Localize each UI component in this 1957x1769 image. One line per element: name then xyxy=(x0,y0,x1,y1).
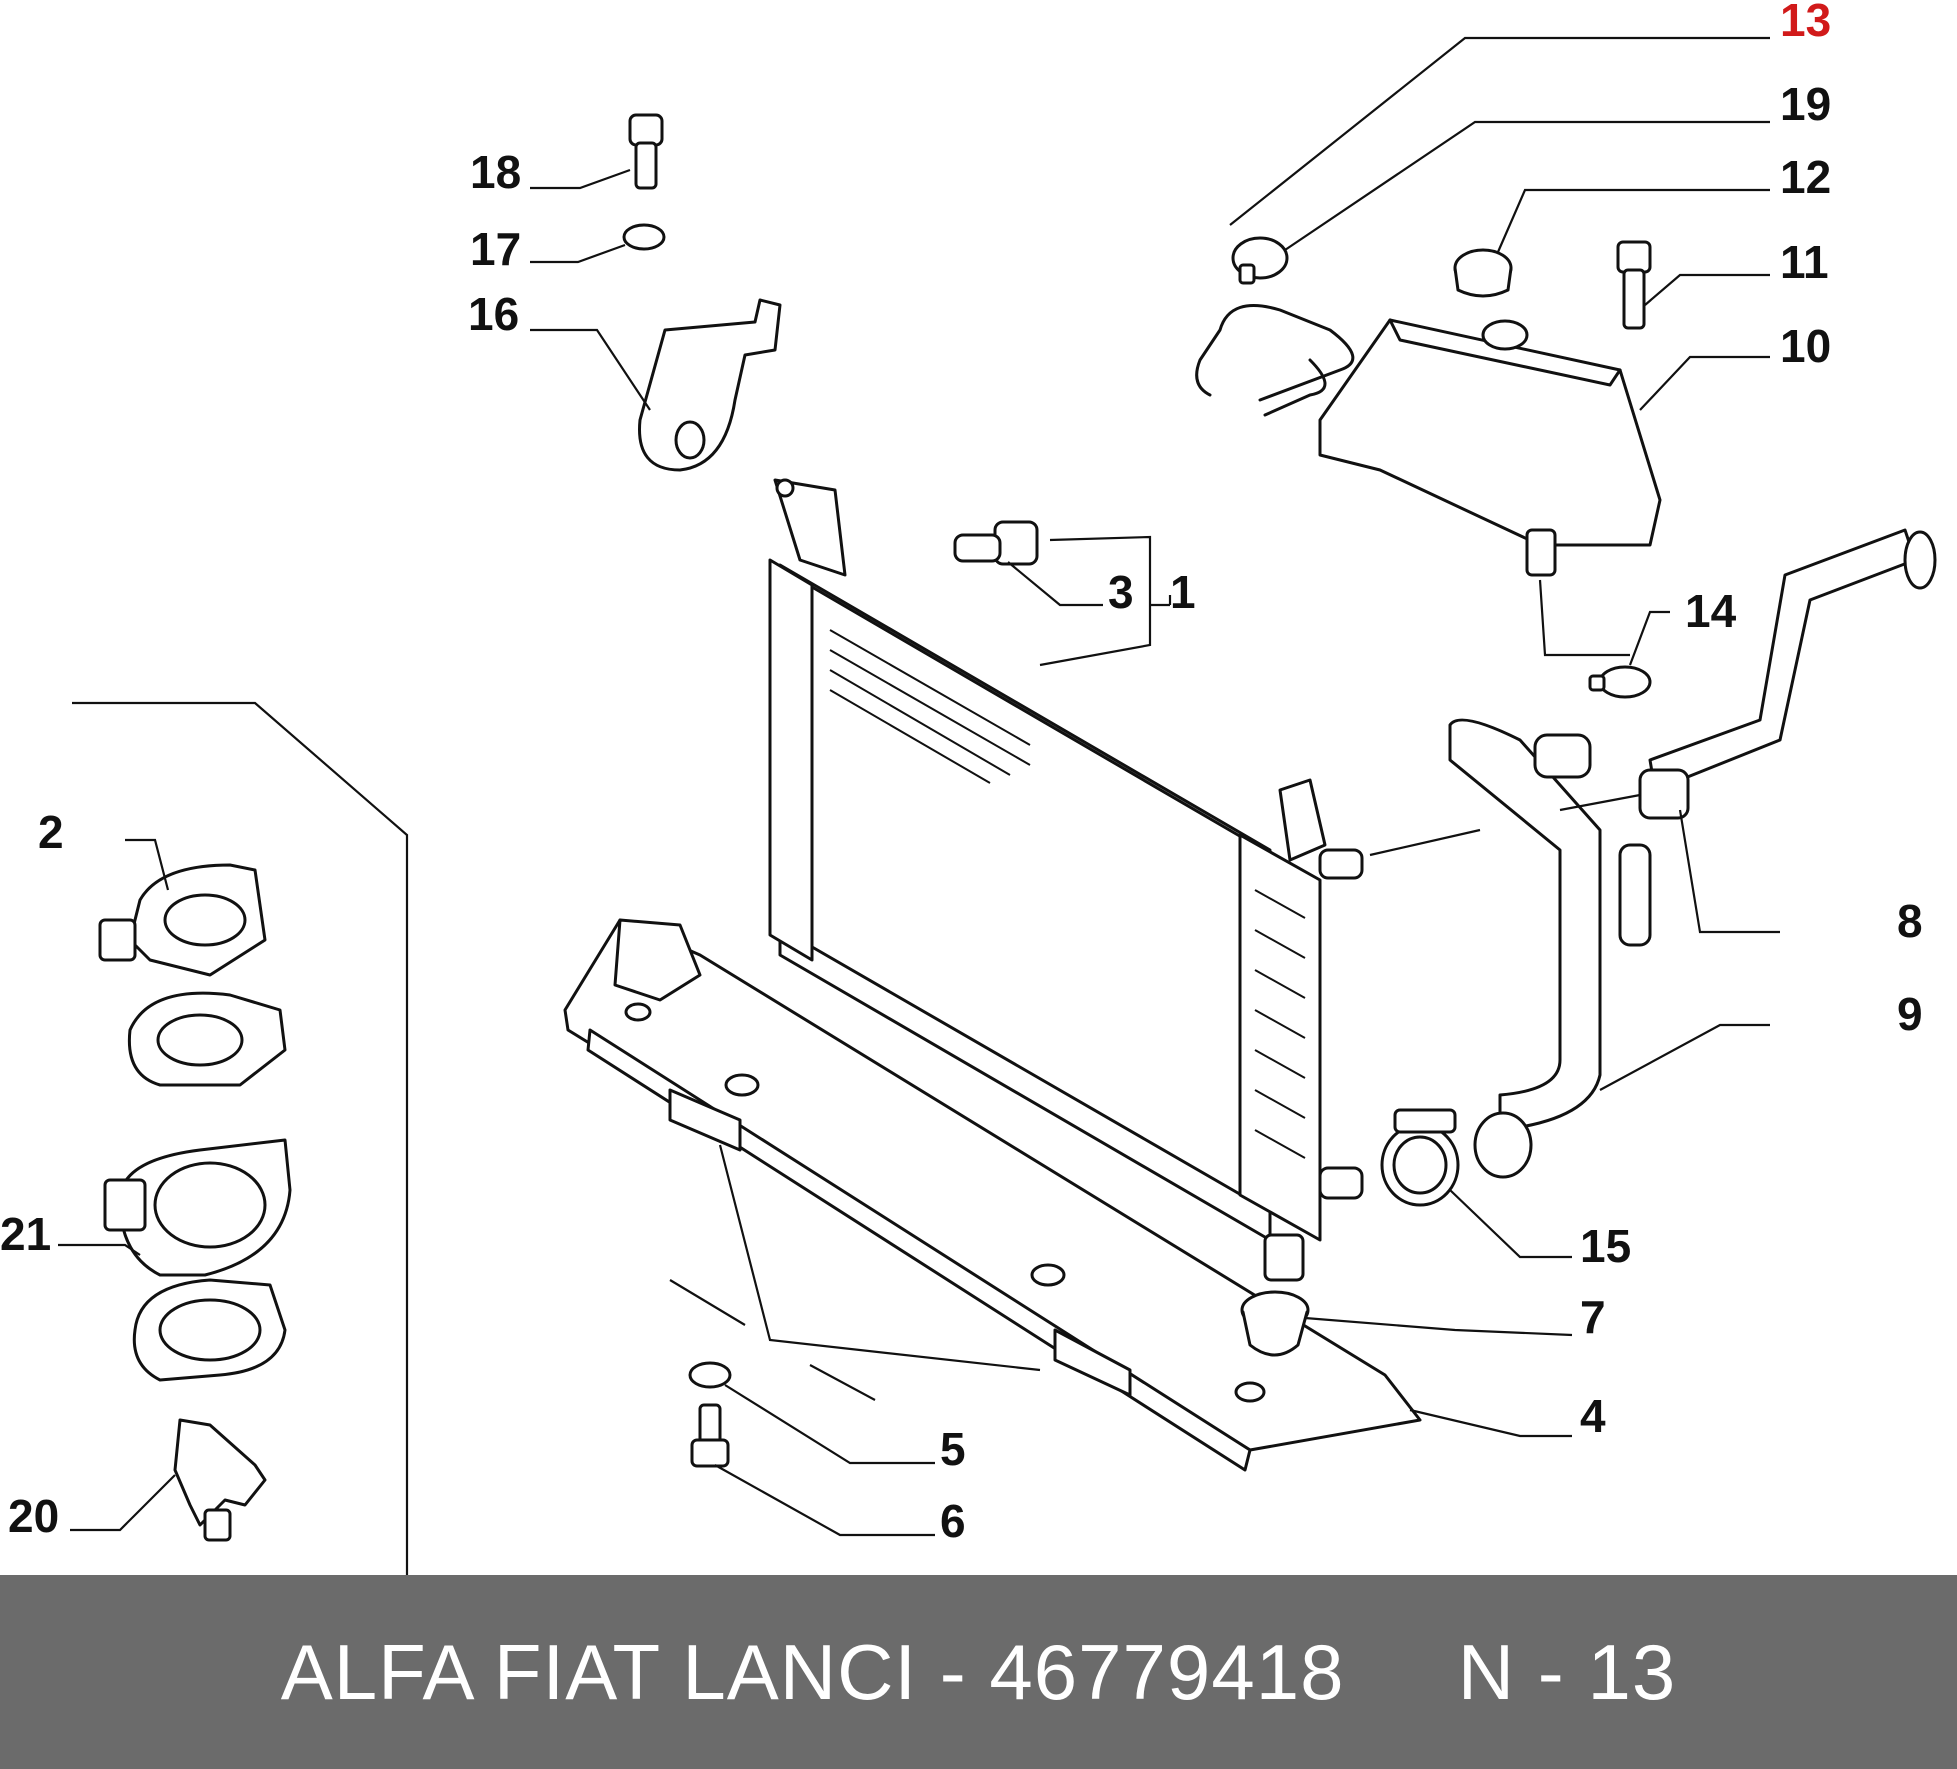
clip-2 xyxy=(98,863,287,1087)
radiator xyxy=(768,478,1364,1282)
callout-9: 9 xyxy=(1897,988,1923,1040)
callout-2: 2 xyxy=(38,806,64,858)
tank-small-hose-branch xyxy=(1263,358,1327,417)
callout-1: 1 xyxy=(1170,566,1196,618)
bolt-18 xyxy=(628,113,664,190)
tank-cap xyxy=(1453,248,1513,298)
callout-10: 10 xyxy=(1780,320,1831,372)
lower-hose-branch xyxy=(1533,733,1592,779)
clip-20 xyxy=(173,1418,267,1542)
callout-3: 3 xyxy=(1108,566,1134,618)
callout-18: 18 xyxy=(470,146,521,198)
bracket-16 xyxy=(638,298,782,472)
parts-diagram: 1 2 3 4 5 6 7 8 9 10 11 12 13 14 15 16 1… xyxy=(0,0,1937,1575)
washer-5 xyxy=(688,1361,732,1389)
callout-20: 20 xyxy=(8,1490,59,1542)
callout-11: 11 xyxy=(1780,236,1829,288)
clamp-19 xyxy=(1231,236,1289,285)
lower-hose xyxy=(1448,718,1602,1132)
callout-8: 8 xyxy=(1897,895,1923,947)
callout-15: 15 xyxy=(1580,1220,1631,1272)
bolt-6 xyxy=(690,1403,730,1468)
callout-6: 6 xyxy=(940,1495,966,1547)
upper-hose-end xyxy=(1903,530,1937,590)
callout-5: 5 xyxy=(940,1423,966,1475)
clamp-14 xyxy=(1588,665,1652,699)
temperature-sensor xyxy=(953,520,1039,566)
lower-hose-end xyxy=(1473,1111,1533,1179)
clamp-15 xyxy=(1380,1108,1460,1207)
group-frame-line xyxy=(72,701,409,1575)
callout-19: 19 xyxy=(1780,78,1831,130)
part-number-text: ALFA FIAT LANCI - 46779418 N - 13 xyxy=(280,1627,1677,1716)
clip-21 xyxy=(103,1138,292,1382)
upper-hose-neck xyxy=(1638,768,1690,820)
callout-21: 21 xyxy=(0,1208,51,1260)
leader-lines xyxy=(58,36,1780,1537)
washer-17 xyxy=(622,223,666,251)
callout-13: 13 xyxy=(1780,0,1831,46)
callout-14: 14 xyxy=(1685,585,1737,637)
callout-labels: 1 2 3 4 5 6 7 8 9 10 11 12 13 14 15 16 1… xyxy=(0,0,1923,1547)
part-number-banner: ALFA FIAT LANCI - 46779418 N - 13 xyxy=(0,1575,1957,1769)
rubber-mount xyxy=(1240,1290,1310,1357)
lower-crossmember xyxy=(563,918,1422,1472)
tank-small-hose xyxy=(1195,304,1355,402)
bolt-11 xyxy=(1616,240,1652,330)
callout-7: 7 xyxy=(1580,1291,1606,1343)
lower-hose-small-pipe xyxy=(1618,843,1652,947)
callout-12: 12 xyxy=(1780,151,1831,203)
upper-hose xyxy=(1648,528,1917,792)
callout-4: 4 xyxy=(1580,1390,1606,1442)
callout-16: 16 xyxy=(468,288,519,340)
expansion-tank xyxy=(1318,318,1662,577)
callout-17: 17 xyxy=(470,223,521,275)
